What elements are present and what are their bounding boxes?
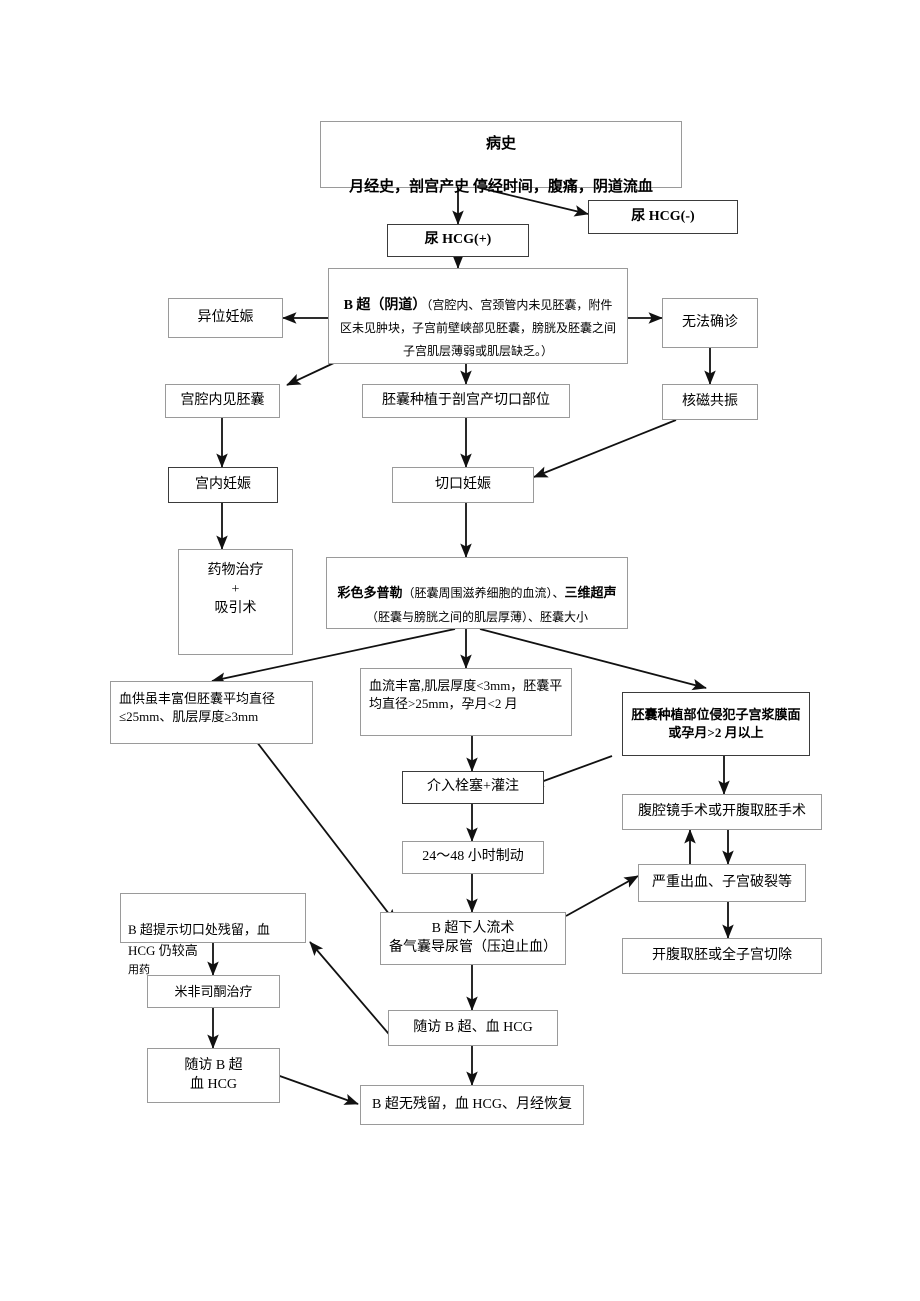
residual-note-label: 用药 <box>128 964 150 977</box>
node-followup-mid: 随访 B 超、血 HCG <box>388 1010 558 1046</box>
node-bchao-vaginal: B 超（阴道）（宫腔内、宫颈管内未见胚囊，附件区未见肿块，子宫前壁峡部见胚囊，膀… <box>328 268 628 364</box>
no-residual-label: B 超无残留，血 HCG、月经恢复 <box>372 1096 572 1112</box>
node-no-diagnosis: 无法确诊 <box>662 298 758 348</box>
node-branch-right: 胚囊种植部位侵犯子宫浆膜面或孕月>2 月以上 <box>622 692 810 756</box>
mri-label: 核磁共振 <box>682 393 738 409</box>
branch-right-label: 胚囊种植部位侵犯子宫浆膜面或孕月>2 月以上 <box>631 707 801 740</box>
bchao-abortion-label: B 超下人流术 备气囊导尿管（压迫止血） <box>389 920 557 955</box>
implant-incision-label: 胚囊种植于剖宫产切口部位 <box>382 392 550 408</box>
history-detail: 月经史，剖宫产史 停经时间，腹痛，阴道流血 <box>349 179 653 196</box>
node-urine-hcg-positive: 尿 HCG(+) <box>387 224 529 257</box>
followup-left-label: 随访 B 超 血 HCG <box>184 1057 243 1092</box>
branch-left-label: 血供虽丰富但胚囊平均直径 ≤25mm、肌层厚度≥3mm <box>119 691 276 724</box>
immobilize-label: 24～48 小时制动 <box>422 849 524 865</box>
node-bchao-abortion: B 超下人流术 备气囊导尿管（压迫止血） <box>380 912 566 965</box>
history-title: 病史 <box>485 135 516 152</box>
residual-head-label: B 超提示切口处残留，血 HCG 仍较高 <box>128 921 270 958</box>
node-no-residual: B 超无残留，血 HCG、月经恢复 <box>360 1085 584 1125</box>
node-laparoscopy: 腹腔镜手术或开腹取胚手术 <box>622 794 822 830</box>
node-residual: B 超提示切口处残留，血 HCG 仍较高 用药 <box>120 893 306 976</box>
node-mifepristone: 米非司酮治疗 <box>147 975 280 1008</box>
doppler-mid2-label: （胚囊与膀胱之间的肌层厚薄）、胚囊大小 <box>365 610 588 624</box>
node-branch-left: 血供虽丰富但胚囊平均直径 ≤25mm、肌层厚度≥3mm <box>110 681 313 744</box>
laparoscopy-label: 腹腔镜手术或开腹取胚手术 <box>638 803 806 819</box>
urine-hcg-negative-label: 尿 HCG(-) <box>631 208 695 224</box>
drug-aspiration-label: 药物治疗 + 吸引术 <box>207 563 264 616</box>
node-immobilize: 24～48 小时制动 <box>402 841 544 874</box>
node-mri: 核磁共振 <box>662 384 758 420</box>
incision-pregnancy-label: 切口妊娠 <box>435 476 491 492</box>
doppler-head1-label: 彩色多普勒 <box>337 585 403 600</box>
node-ectopic-pregnancy: 异位妊娠 <box>168 298 283 338</box>
node-followup-left: 随访 B 超 血 HCG <box>147 1048 280 1103</box>
bleeding-rupture-label: 严重出血、子宫破裂等 <box>652 874 792 890</box>
doppler-head2-label: 三维超声 <box>564 585 617 600</box>
followup-mid-label: 随访 B 超、血 HCG <box>413 1019 533 1035</box>
node-branch-mid: 血流丰富,肌层厚度<3mm，胚囊平均直径>25mm，孕月<2 月 <box>360 668 572 736</box>
branch-mid-label: 血流丰富,肌层厚度<3mm，胚囊平均直径>25mm，孕月<2 月 <box>369 678 563 711</box>
node-implant-incision: 胚囊种植于剖宫产切口部位 <box>362 384 570 418</box>
node-doppler-3d: 彩色多普勒（胚囊周围滋养细胞的血流）、三维超声 （胚囊与膀胱之间的肌层厚薄）、胚囊… <box>326 557 628 629</box>
bchao-body-label: （宫腔内、宫颈管内未见胚囊，附件区未见肿块，子宫前壁峡部见胚囊，膀胱及胚囊之间子… <box>339 297 616 359</box>
bchao-head-label: B 超（阴道） <box>343 297 427 313</box>
node-bleeding-rupture: 严重出血、子宫破裂等 <box>638 864 806 902</box>
node-incision-pregnancy: 切口妊娠 <box>392 467 534 503</box>
no-diagnosis-label: 无法确诊 <box>682 314 738 330</box>
node-embolization: 介入栓塞+灌注 <box>402 771 544 804</box>
node-history: 病史 月经史，剖宫产史 停经时间，腹痛，阴道流血 <box>320 121 682 195</box>
embolization-label: 介入栓塞+灌注 <box>427 779 519 795</box>
node-intrauterine-pregnancy: 宫内妊娠 <box>168 467 278 503</box>
doppler-mid1-label: （胚囊周围滋养细胞的血流）、 <box>402 586 565 600</box>
node-drug-aspiration: 药物治疗 + 吸引术 <box>178 549 293 655</box>
node-laparotomy-hysterectomy: 开腹取胚或全子宫切除 <box>622 938 822 974</box>
ectopic-pregnancy-label: 异位妊娠 <box>197 309 254 325</box>
laparotomy-hysterectomy-label: 开腹取胚或全子宫切除 <box>652 947 792 963</box>
intrauterine-pregnancy-label: 宫内妊娠 <box>195 476 251 492</box>
node-sac-in-cavity: 宫腔内见胚囊 <box>165 384 280 418</box>
sac-in-cavity-label: 宫腔内见胚囊 <box>180 392 265 408</box>
mifepristone-label: 米非司酮治疗 <box>174 983 253 999</box>
urine-hcg-positive-label: 尿 HCG(+) <box>424 232 492 248</box>
node-urine-hcg-negative: 尿 HCG(-) <box>588 200 738 234</box>
